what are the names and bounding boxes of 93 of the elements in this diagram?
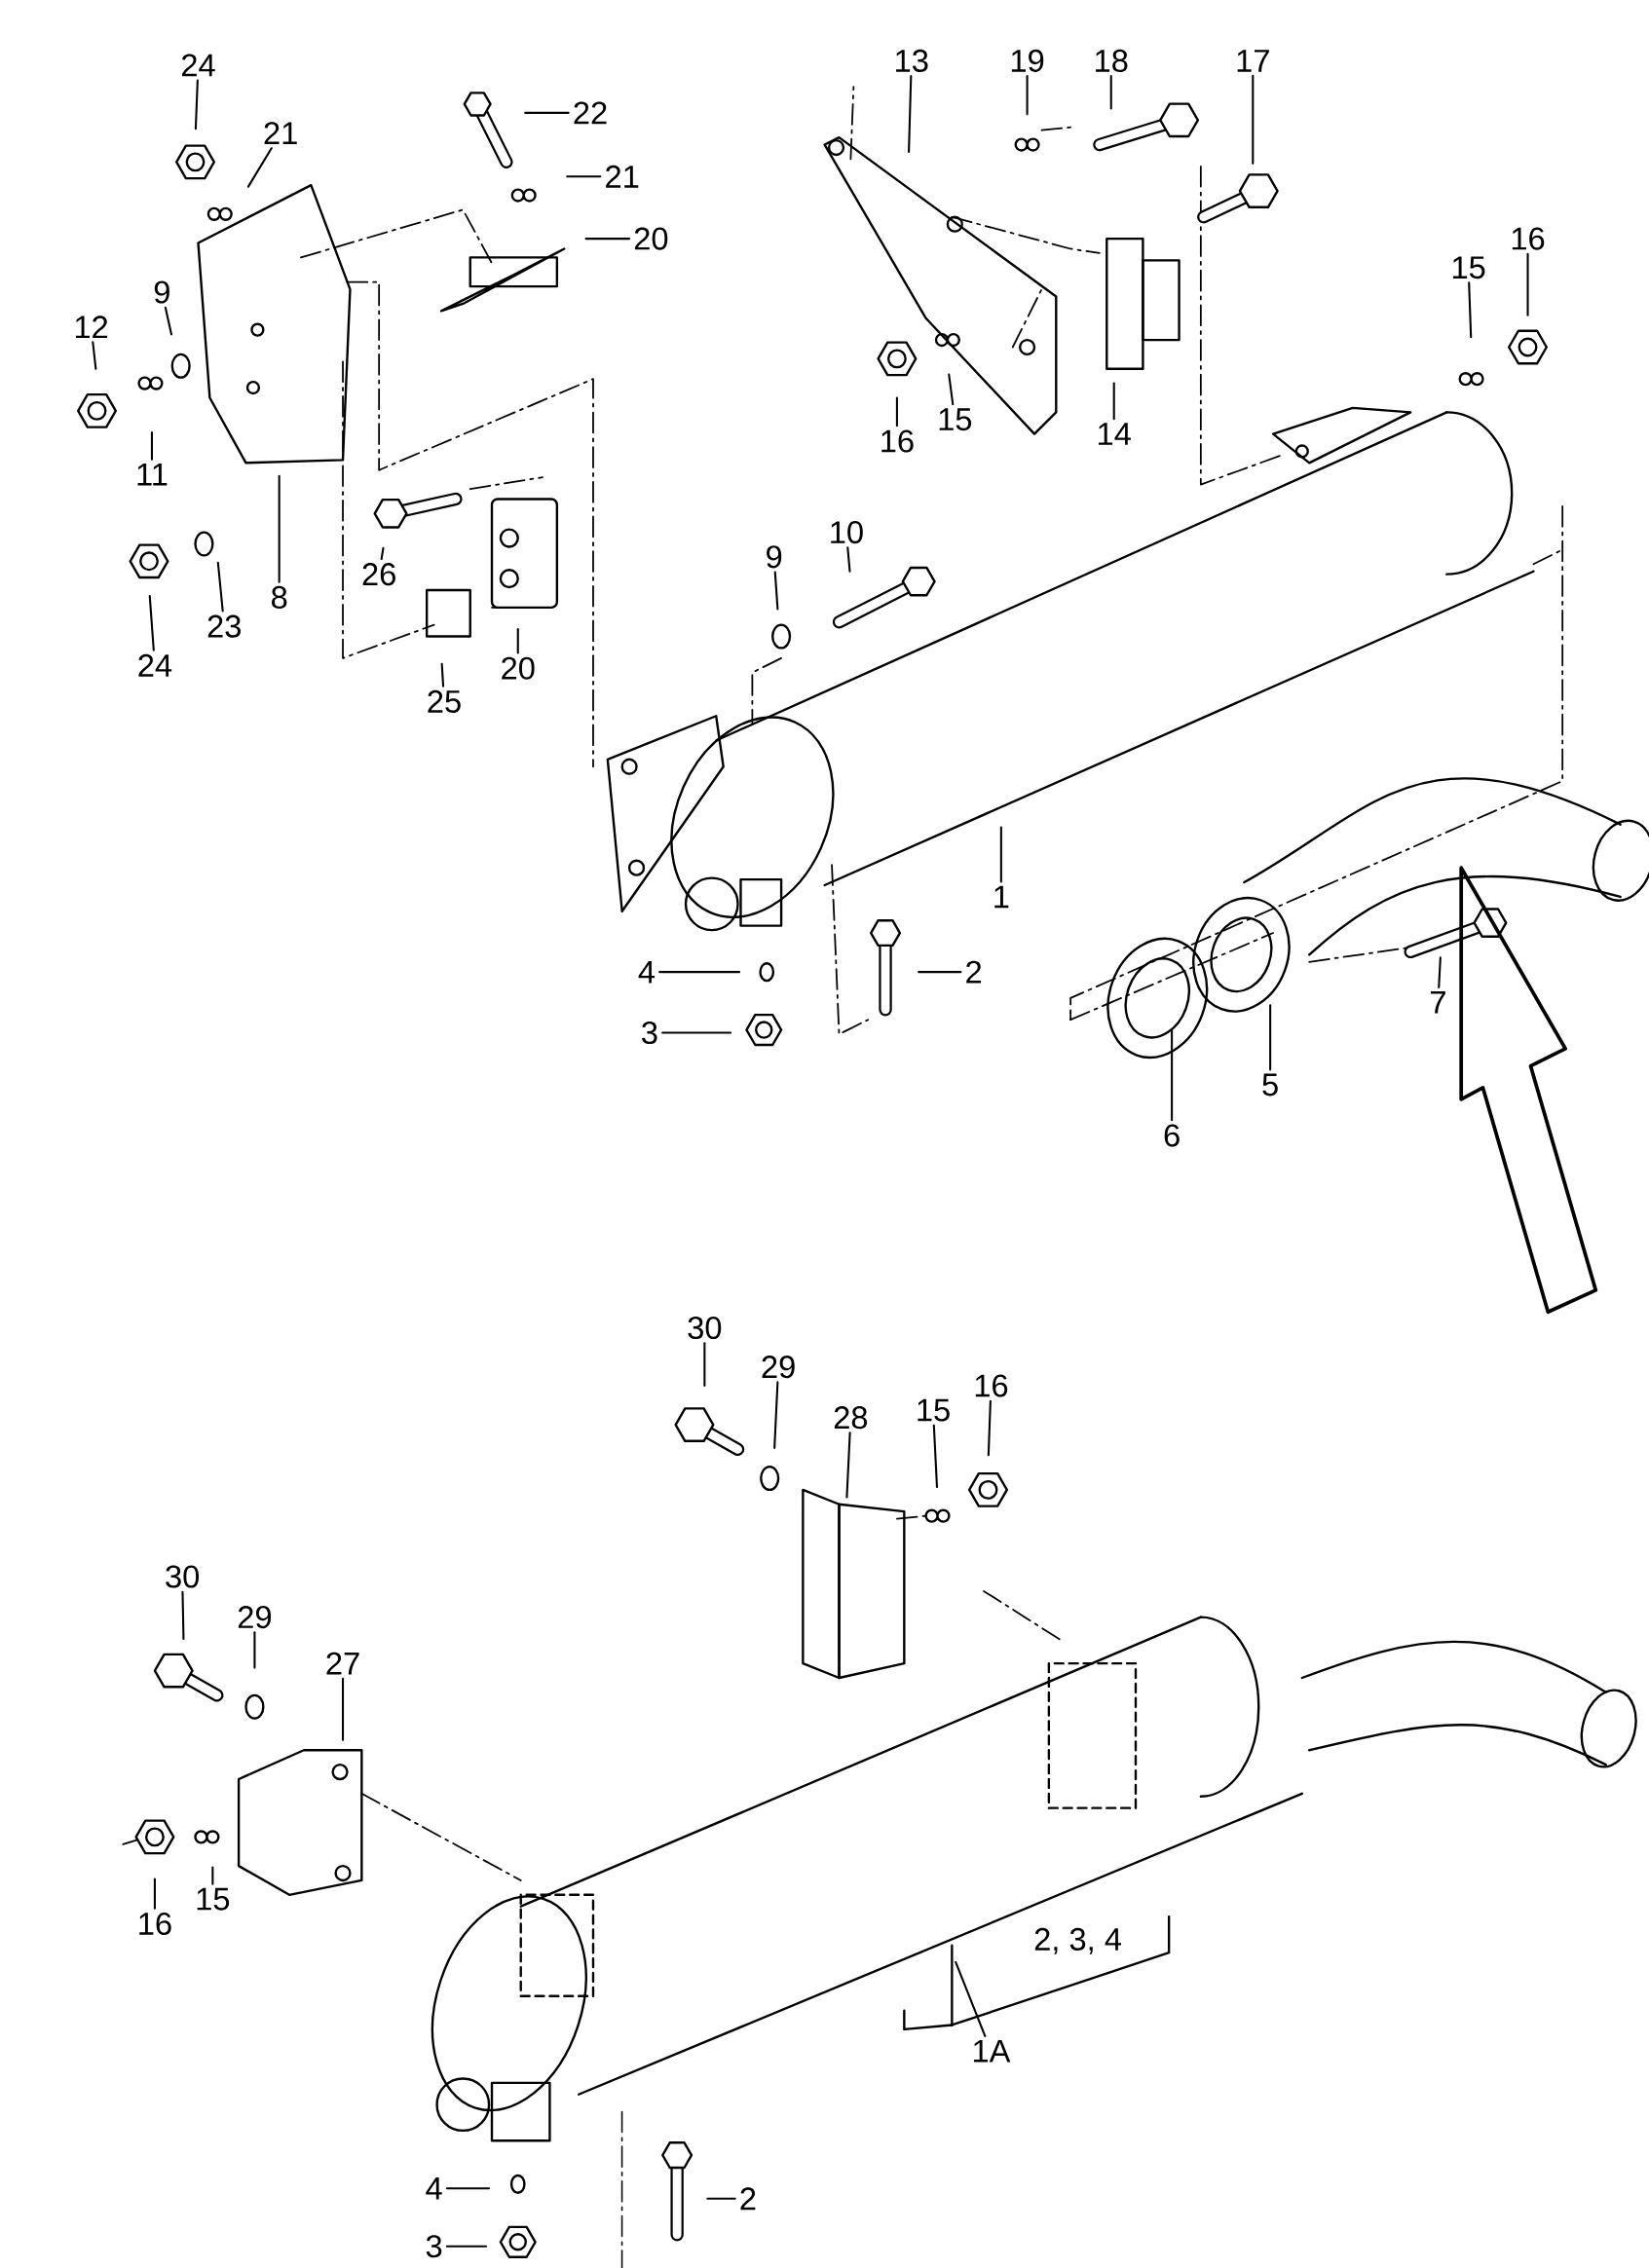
leader-line bbox=[1438, 956, 1442, 988]
leader-line bbox=[1112, 382, 1115, 421]
leader-line bbox=[1026, 75, 1029, 116]
callout-number: 16 bbox=[133, 1909, 175, 1939]
callout-number: 15 bbox=[192, 1884, 234, 1914]
callout-number: 15 bbox=[934, 405, 976, 434]
callout-number: 22 bbox=[569, 98, 612, 128]
callout-number: 5 bbox=[1257, 1070, 1283, 1099]
callout-number: 3 bbox=[422, 2232, 446, 2261]
leader-line bbox=[1170, 1028, 1174, 1122]
callout-number: 16 bbox=[970, 1371, 1012, 1400]
leader-line bbox=[524, 111, 570, 114]
leader-line bbox=[999, 826, 1002, 883]
leader-line bbox=[445, 2187, 490, 2190]
callout-number: 15 bbox=[912, 1395, 955, 1425]
callout-number: 23 bbox=[203, 612, 245, 641]
leader-line bbox=[148, 594, 155, 651]
leader-line bbox=[703, 1342, 706, 1387]
leader-line bbox=[1268, 1004, 1272, 1071]
callout-number: 13 bbox=[890, 46, 932, 75]
leader-line bbox=[773, 571, 779, 611]
callout-number: 1A bbox=[968, 2037, 1014, 2065]
leader-line bbox=[918, 971, 962, 974]
leader-line bbox=[445, 2245, 487, 2248]
leader-line bbox=[584, 238, 630, 241]
leader-line bbox=[278, 474, 281, 583]
callout-number: 2 bbox=[961, 957, 986, 986]
callout-number: 10 bbox=[825, 518, 867, 547]
leader-line bbox=[1526, 252, 1529, 316]
callout-number: 26 bbox=[357, 560, 400, 589]
leader-line bbox=[516, 628, 519, 654]
callout-number: 30 bbox=[684, 1314, 726, 1343]
callout-number: 15 bbox=[1447, 253, 1489, 282]
leader-line bbox=[932, 1424, 938, 1488]
leader-line bbox=[1252, 74, 1255, 165]
leader-line bbox=[948, 373, 955, 406]
callout-number: 29 bbox=[757, 1353, 800, 1382]
leader-line bbox=[987, 1399, 992, 1457]
callout-number: 6 bbox=[1159, 1121, 1184, 1150]
leader-line bbox=[92, 341, 97, 370]
callout-number: 28 bbox=[830, 1403, 872, 1432]
callout-number: 11 bbox=[131, 461, 171, 489]
callout-number: 8 bbox=[267, 582, 291, 612]
callout-number: 7 bbox=[1426, 988, 1450, 1017]
callout-number: 9 bbox=[762, 542, 786, 572]
leader-line bbox=[566, 175, 602, 178]
callout-number: 21 bbox=[601, 162, 643, 191]
callout-number: 20 bbox=[630, 224, 672, 253]
leader-line bbox=[658, 971, 740, 974]
leader-line bbox=[380, 546, 385, 560]
callout-number: 20 bbox=[497, 653, 539, 683]
callout-number: 29 bbox=[234, 1603, 276, 1632]
leader-line bbox=[706, 2197, 736, 2200]
callout-number: 18 bbox=[1090, 46, 1132, 75]
leader-line bbox=[153, 1878, 156, 1910]
leader-line bbox=[246, 147, 273, 188]
leader-line bbox=[1109, 75, 1112, 110]
callout-number: 21 bbox=[259, 119, 302, 148]
callout-number: 24 bbox=[177, 51, 219, 80]
leader-line bbox=[907, 75, 913, 153]
callout-number: 2 bbox=[735, 2184, 760, 2213]
callout-number: 25 bbox=[423, 687, 465, 716]
leader-line bbox=[845, 1431, 851, 1499]
callout-number: 16 bbox=[1507, 224, 1549, 253]
leader-line bbox=[150, 431, 153, 461]
callout-number: 14 bbox=[1093, 420, 1135, 448]
leader-line bbox=[895, 396, 898, 428]
leader-line bbox=[773, 1381, 779, 1449]
leader-line bbox=[194, 79, 199, 130]
callout-number: 30 bbox=[161, 1562, 204, 1591]
callout-number: 4 bbox=[422, 2175, 446, 2203]
leader-line bbox=[955, 1960, 987, 2037]
callout-number: 12 bbox=[70, 313, 112, 342]
callout-number: 4 bbox=[634, 957, 658, 986]
leader-line bbox=[440, 662, 444, 688]
leader-line bbox=[211, 1866, 214, 1885]
callout-number: 2, 3, 4 bbox=[1034, 1927, 1121, 1954]
callout-number: 3 bbox=[637, 1019, 661, 1048]
leader-line bbox=[1468, 281, 1473, 339]
callout-number: 19 bbox=[1006, 46, 1048, 75]
leader-line bbox=[846, 546, 851, 573]
leader-line bbox=[181, 1590, 185, 1640]
leader-line bbox=[164, 306, 172, 336]
callout-number: 1 bbox=[989, 882, 1013, 911]
leader-line bbox=[216, 561, 224, 613]
callout-number: 16 bbox=[876, 427, 918, 456]
leader-line bbox=[253, 1631, 256, 1669]
callout-number: 27 bbox=[321, 1649, 364, 1678]
callout-number: 17 bbox=[1232, 47, 1274, 75]
callout-number: 24 bbox=[133, 651, 175, 680]
leader-line bbox=[661, 1031, 731, 1034]
callout-number: 9 bbox=[150, 278, 174, 307]
leader-line bbox=[341, 1677, 344, 1741]
